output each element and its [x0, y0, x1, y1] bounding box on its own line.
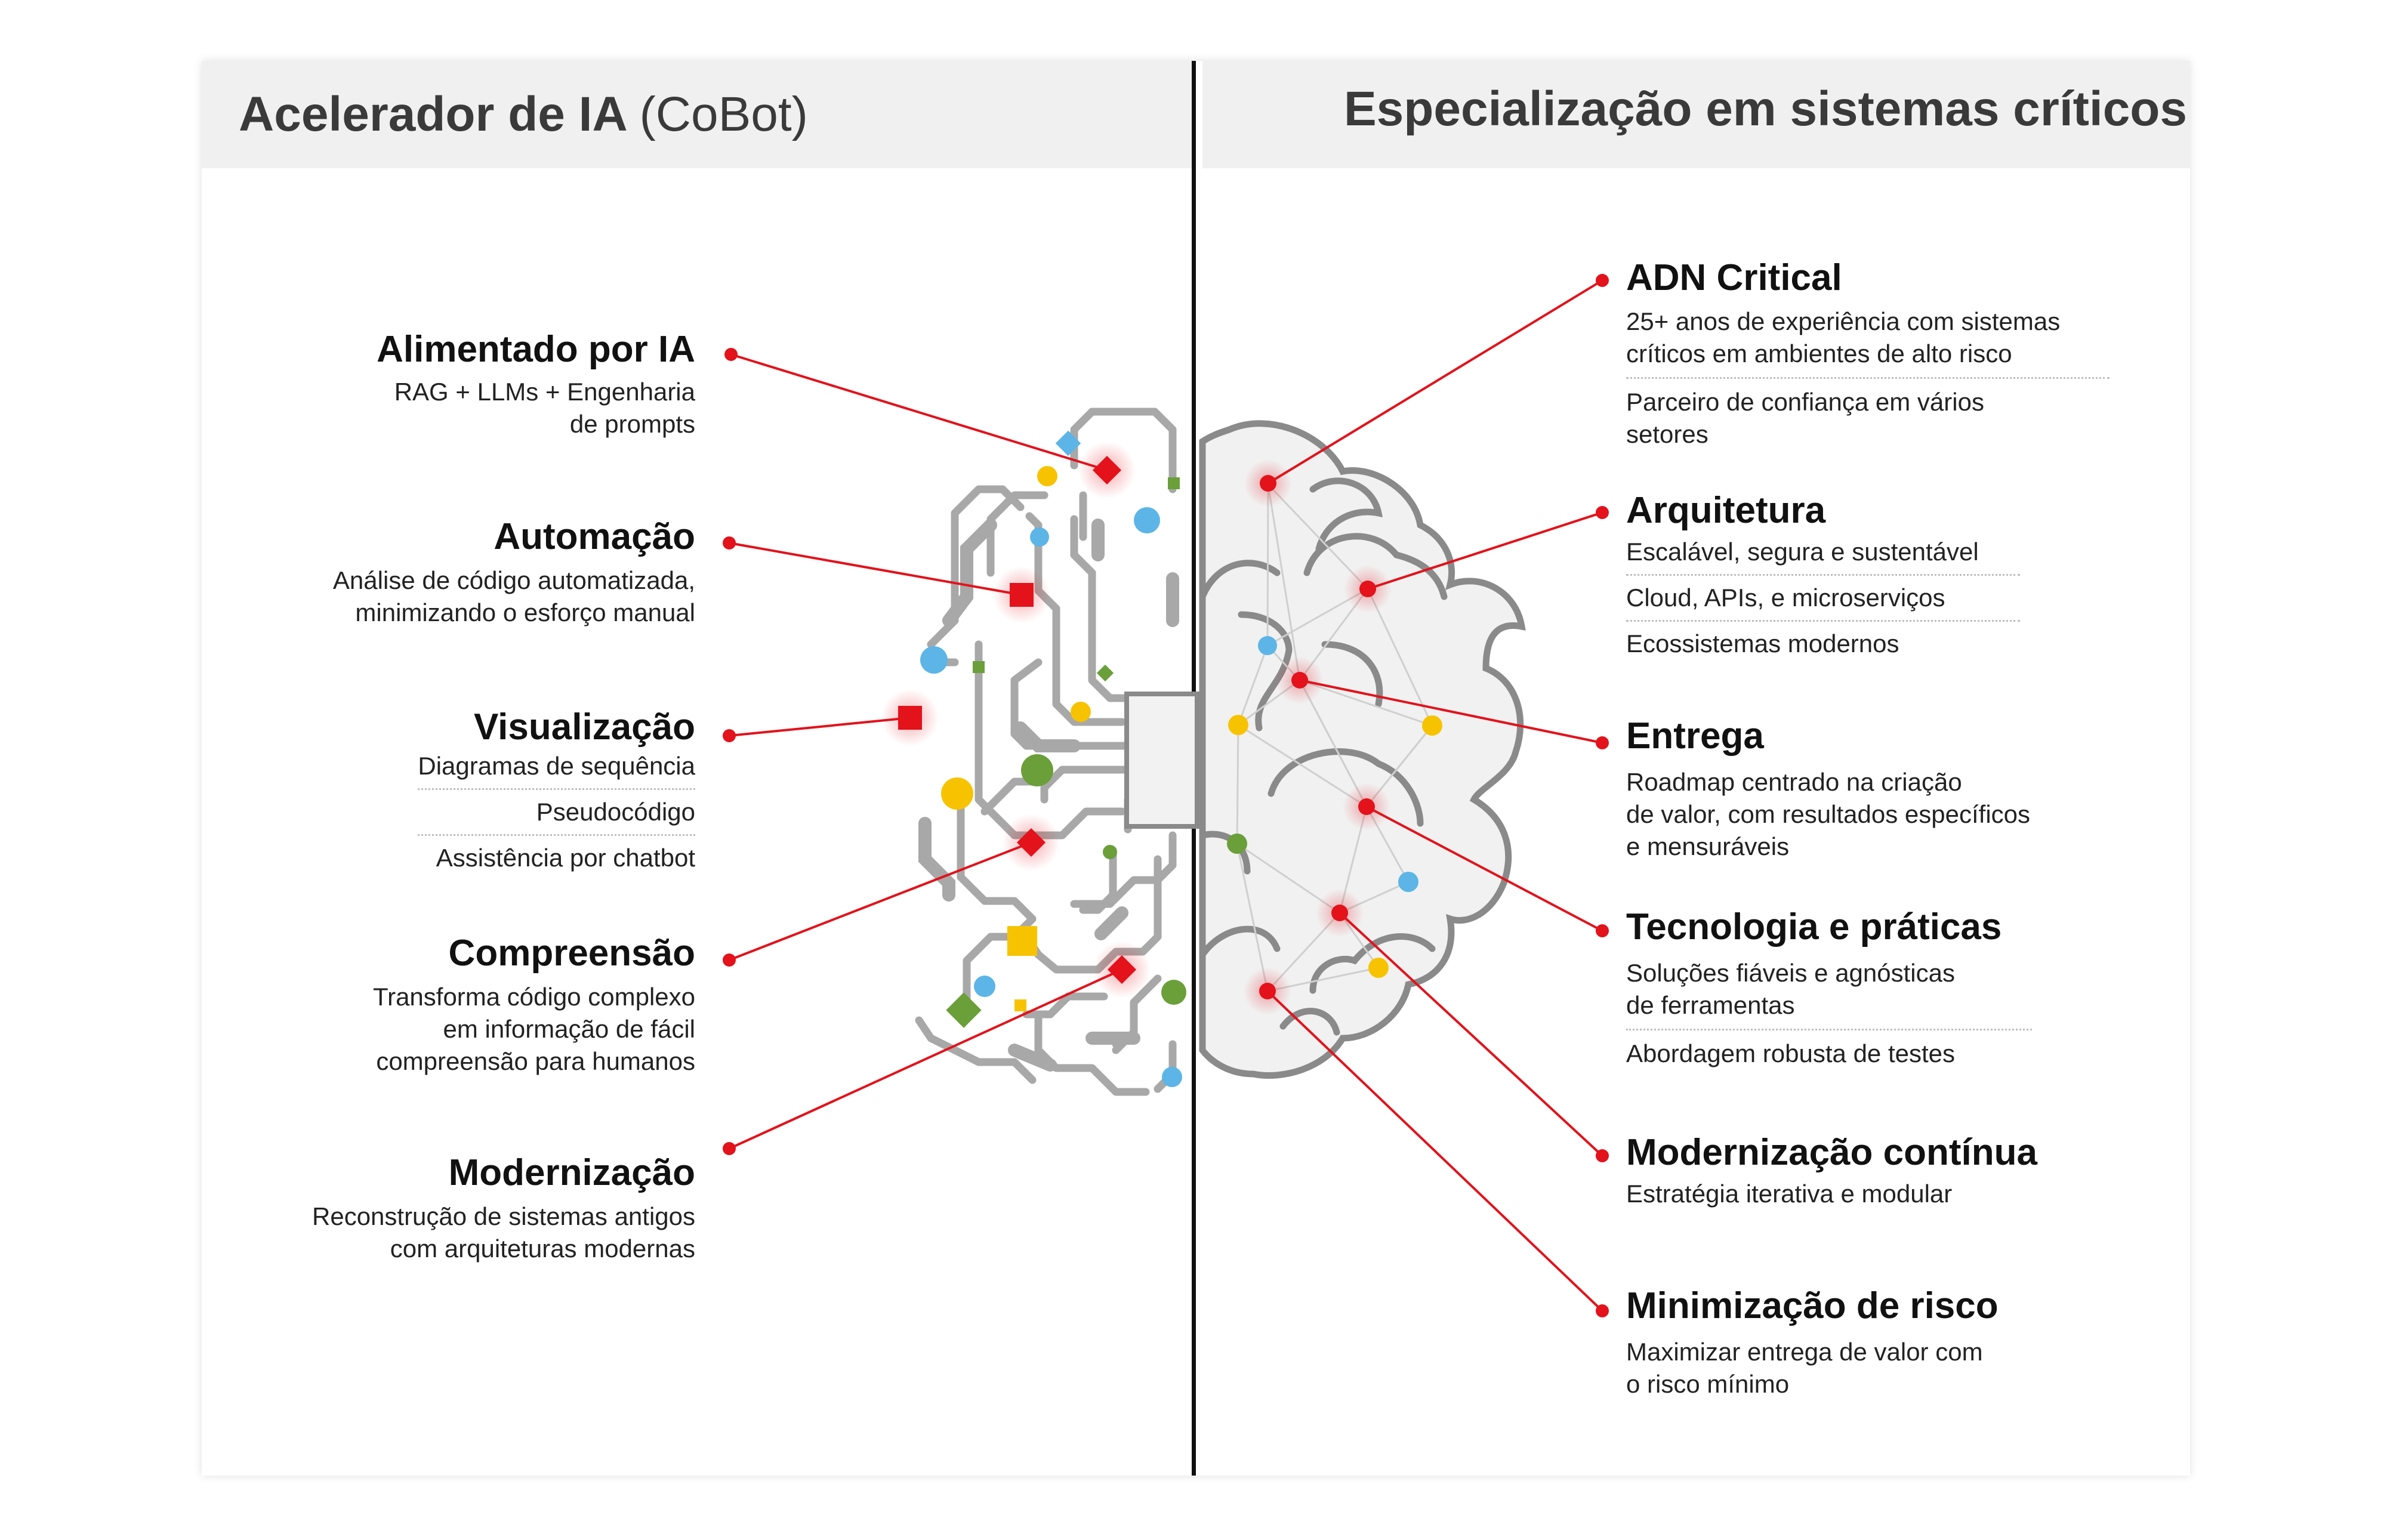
left-title-normal: (CoBot) [639, 87, 808, 141]
item-desc-line: Análise de código automatizada, [332, 566, 695, 595]
item-desc-line: com arquiteturas modernas [390, 1235, 695, 1263]
item-title: Minimização de risco [1626, 1285, 1999, 1326]
item-desc-line: Reconstrução de sistemas antigos [312, 1202, 695, 1231]
item-desc-line: de ferramentas [1626, 991, 1795, 1020]
item-desc-line: de valor, com resultados específicos [1626, 800, 2031, 829]
right-item-continuous-modernization: Modernização contínua Estratégia iterati… [1626, 1132, 2037, 1210]
item-desc-line: o risco mínimo [1626, 1370, 1790, 1399]
item-title: Entrega [1626, 715, 1764, 757]
item-title: Automação [494, 516, 695, 557]
highlight-nodes-left [881, 442, 1151, 998]
item-desc-line: Maximizar entrega de valor com [1626, 1338, 1983, 1366]
item-sub-line: Cloud, APIs, e microserviços [1626, 574, 2020, 620]
left-section-title: Acelerador de IA (CoBot) [239, 87, 808, 143]
item-sub-line: Assistência por chatbot [418, 834, 695, 880]
chip-icon [1124, 692, 1199, 829]
item-sub-line: Diagramas de sequência [418, 752, 695, 780]
right-section-title: Especialização em sistemas críticos [1343, 82, 2187, 136]
left-item-automation: Automação Análise de código automatizada… [332, 516, 695, 629]
item-title: Alimentado por IA [377, 329, 695, 370]
item-sub-line: Escalável, segura e sustentável [1626, 538, 1979, 566]
item-desc-line: RAG + LLMs + Engenharia [394, 378, 695, 406]
highlight-nodes-right [1244, 459, 1392, 1015]
item-desc-line: setores [1626, 420, 1708, 449]
right-item-architecture: Arquitetura Escalável, segura e sustentá… [1626, 490, 2020, 666]
circuit-nodes [920, 430, 1186, 1087]
right-header-bar [1202, 61, 2190, 168]
item-desc-line: Estratégia iterativa e modular [1626, 1180, 1953, 1208]
item-sub-line: Ecossistemas modernos [1626, 620, 2020, 666]
item-desc-group: Abordagem robusta de testes [1626, 1029, 2032, 1070]
item-title: Tecnologia e práticas [1626, 906, 2002, 948]
item-sub-line: Pseudocódigo [418, 788, 695, 834]
item-desc-line: compreensão para humanos [376, 1047, 695, 1076]
item-desc-group: Parceiro de confiança em vários setores [1626, 377, 2110, 450]
left-header-bar [202, 61, 1192, 168]
connector-endpoints [723, 274, 1609, 1317]
item-title: Visualização [473, 706, 695, 748]
item-desc-line: 25+ anos de experiência com sistemas [1626, 307, 2061, 336]
left-item-comprehension: Compreensão Transforma código complexo e… [373, 933, 695, 1078]
item-desc-line: de prompts [569, 410, 695, 439]
left-item-visualization: Visualização Diagramas de sequência Pseu… [418, 706, 695, 880]
item-desc-line: Transforma código complexo [372, 983, 695, 1011]
left-item-ai-powered: Alimentado por IA RAG + LLMs + Engenhari… [377, 329, 695, 440]
connector-lines [729, 279, 1603, 1312]
item-desc-line: Parceiro de confiança em vários [1626, 388, 1984, 416]
left-item-modernization: Modernização Reconstrução de sistemas an… [312, 1152, 695, 1265]
item-desc-line: e mensuráveis [1626, 832, 1790, 861]
left-title-bold: Acelerador de IA [239, 87, 626, 141]
item-desc-line: críticos em ambientes de alto risco [1626, 340, 2012, 368]
item-title: Modernização [448, 1152, 695, 1193]
item-title: Arquitetura [1626, 490, 1826, 531]
organic-brain-icon [1199, 420, 1526, 1079]
item-title: Modernização contínua [1626, 1132, 2037, 1173]
right-item-delivery: Entrega Roadmap centrado na criação de v… [1626, 715, 2031, 863]
item-title: ADN Critical [1626, 257, 1842, 298]
item-title: Compreensão [448, 933, 695, 974]
item-desc-line: minimizando o esforço manual [355, 598, 695, 627]
item-desc-line: Abordagem robusta de testes [1626, 1039, 1956, 1068]
right-item-technology: Tecnologia e práticas Soluções fiáveis e… [1626, 906, 2032, 1070]
item-desc-line: em informação de fácil [443, 1015, 695, 1044]
right-item-risk-minimization: Minimização de risco Maximizar entrega d… [1626, 1285, 1999, 1400]
item-desc-line: Soluções fiáveis e agnósticas [1626, 959, 1955, 987]
right-item-adn-critical: ADN Critical 25+ anos de experiência com… [1626, 257, 2110, 450]
item-desc-line: Roadmap centrado na criação [1626, 768, 1962, 797]
